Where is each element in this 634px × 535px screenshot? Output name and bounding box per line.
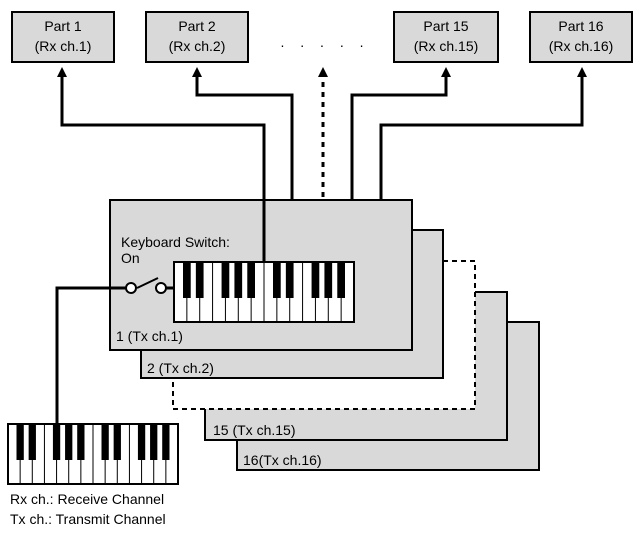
- layer-label: 16(Tx ch.16): [243, 452, 322, 468]
- part-channel: (Rx ch.16): [549, 38, 614, 54]
- black-key: [29, 424, 36, 460]
- black-key: [150, 424, 157, 460]
- black-key: [324, 262, 332, 298]
- black-key: [114, 424, 121, 460]
- black-key: [337, 262, 345, 298]
- black-key: [65, 424, 72, 460]
- keyboard-switch-state: On: [121, 250, 140, 266]
- black-key: [138, 424, 145, 460]
- legend-tx: Tx ch.: Transmit Channel: [10, 511, 166, 527]
- black-key: [183, 262, 191, 298]
- black-key: [222, 262, 230, 298]
- black-key: [247, 262, 255, 298]
- part-name: Part 1: [44, 18, 82, 34]
- black-key: [162, 424, 169, 460]
- route-part-15: [352, 72, 446, 200]
- route-part-2: [197, 72, 292, 200]
- part-name: Part 15: [423, 18, 468, 34]
- part-box-16: Part 16 (Rx ch.16): [530, 12, 632, 62]
- ellipsis: . . . . .: [280, 34, 369, 50]
- black-key: [77, 424, 84, 460]
- part-box-15: Part 15 (Rx ch.15): [394, 12, 498, 62]
- layer-label: 1 (Tx ch.1): [116, 328, 183, 344]
- black-key: [53, 424, 60, 460]
- black-key: [312, 262, 320, 298]
- layer-label: 15 (Tx ch.15): [213, 422, 295, 438]
- part-channel: (Rx ch.1): [35, 38, 92, 54]
- part-box-1: Part 1 (Rx ch.1): [12, 12, 114, 62]
- part-box-2: Part 2 (Rx ch.2): [146, 12, 248, 62]
- layer-label: 2 (Tx ch.2): [147, 360, 214, 376]
- black-key: [196, 262, 204, 298]
- black-key: [273, 262, 281, 298]
- part-name: Part 16: [558, 18, 603, 34]
- black-key: [102, 424, 109, 460]
- black-key: [234, 262, 242, 298]
- part-channel: (Rx ch.15): [414, 38, 479, 54]
- legend-rx: Rx ch.: Receive Channel: [10, 491, 164, 507]
- part-name: Part 2: [178, 18, 216, 34]
- external-keyboard: [8, 424, 178, 484]
- black-key: [286, 262, 294, 298]
- part-channel: (Rx ch.2): [169, 38, 226, 54]
- route-part-16: [381, 72, 582, 200]
- keyboard-switch-label: Keyboard Switch:: [121, 234, 230, 250]
- black-key: [17, 424, 24, 460]
- layer-keyboard: [174, 262, 354, 322]
